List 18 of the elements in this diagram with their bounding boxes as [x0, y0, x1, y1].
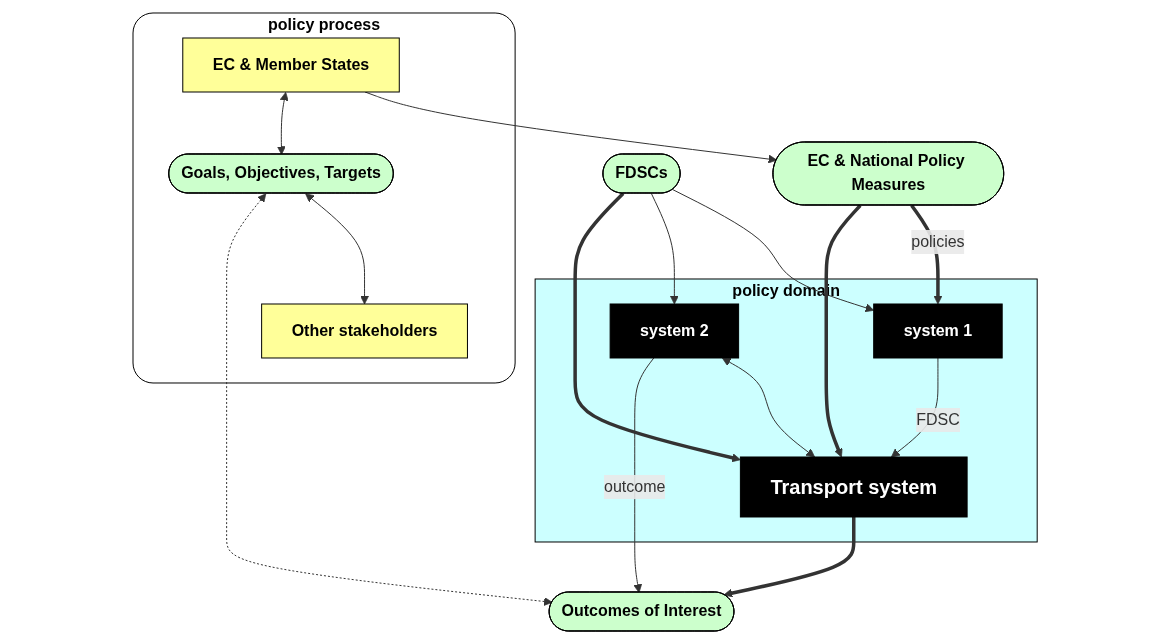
arrow	[226, 193, 553, 606]
arrow	[305, 193, 369, 305]
arrow	[824, 204, 862, 458]
arrow	[650, 193, 679, 305]
node-box: system 2	[609, 303, 739, 359]
edge-label: policies	[911, 232, 965, 250]
arrow	[723, 517, 856, 598]
arrow	[672, 189, 874, 313]
node-box: system 1	[873, 303, 1003, 359]
arrow	[276, 92, 289, 155]
edge-label: outcome	[603, 477, 666, 495]
node-box: EC & Member States	[182, 37, 400, 93]
edge-label: FDSC	[916, 410, 960, 428]
node-box: Other stakeholders	[261, 303, 468, 359]
arrow	[633, 357, 655, 593]
arrow	[722, 357, 815, 458]
arrow	[573, 192, 741, 463]
node-box: Transport system	[739, 456, 968, 518]
